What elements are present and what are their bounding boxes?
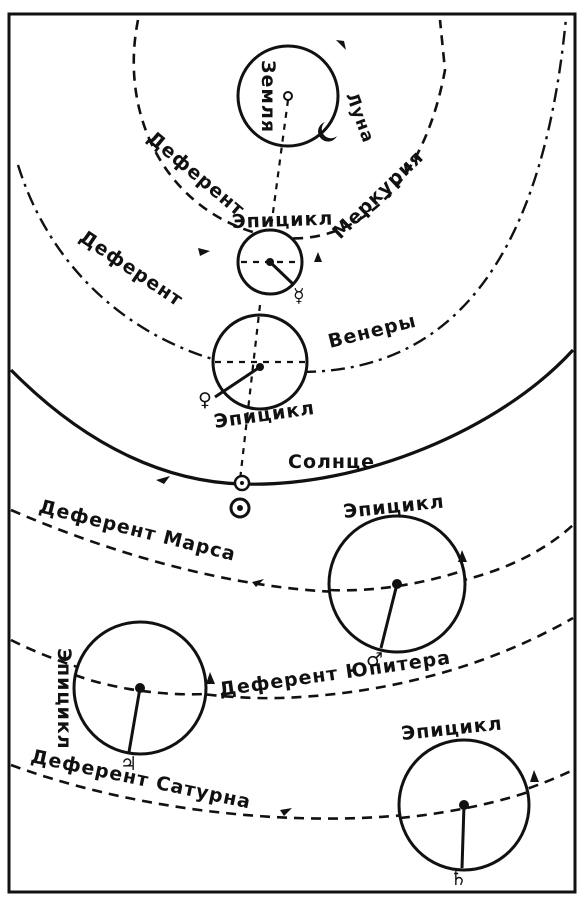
saturn-deferent-arrow-icon: [280, 808, 292, 816]
venus-deferent-orbit: [16, 17, 568, 374]
venus-sun-axis: [238, 304, 262, 481]
moon-orbit-arrow-icon: [336, 40, 346, 50]
moon-crescent-icon: [318, 122, 337, 142]
sun-label: Солнце: [288, 451, 375, 473]
jupiter-epicycle-arrow-icon: [206, 672, 215, 684]
sun-position-core: [240, 481, 244, 485]
saturn-epicycle-radius: [460, 804, 466, 869]
mercury-epicycle-radius: [268, 260, 295, 286]
mars-epicycle-deferent-segment: [329, 568, 466, 592]
frame: [7, 12, 577, 894]
venus-deferent-label-2: Венеры: [326, 310, 419, 353]
mars-symbol-icon: ♂: [366, 649, 384, 671]
earth-axis-line: [268, 99, 290, 236]
jupiter-epicycle-label: Эпицикл: [53, 648, 75, 750]
jupiter-epicycle-center: [135, 683, 145, 693]
mars-epicycle-center: [392, 579, 402, 589]
saturn-deferent-label: Деферент Сатурна: [29, 745, 253, 813]
sun-orbit: [9, 348, 575, 486]
venus-symbol-icon: ♀: [198, 389, 213, 411]
venus-deferent-label-1: Деферент: [75, 226, 187, 311]
earth-label: Земля: [257, 60, 279, 133]
venus-epicycle-radius: [214, 365, 261, 399]
mars-deferent-arrow-icon: [252, 579, 264, 587]
mercury-epicycle-label: Эпицикл: [231, 207, 333, 233]
mercury-symbol-icon: ☿: [293, 285, 306, 307]
earth-center: [283, 91, 293, 101]
sun-orbit-arrow-icon: [156, 476, 170, 484]
mercury-deferent-arrow-icon: [198, 248, 210, 256]
mercury-epicycle-arrow-icon: [314, 252, 322, 262]
mars-epicycle-radius: [379, 583, 399, 649]
mars-epicycle-arrow-icon: [458, 550, 467, 562]
sun-symbol-center: [237, 505, 243, 511]
mercury-deferent-label-2: Меркурия: [328, 146, 428, 244]
saturn-epicycle-center: [459, 800, 469, 810]
mercury-epicycle-center: [266, 258, 274, 266]
mars-deferent-label: Деферент Марса: [37, 496, 239, 566]
saturn-symbol-icon: ♄: [450, 868, 468, 890]
saturn-epicycle-arrow-icon: [530, 770, 539, 782]
moon-label: Луна: [341, 90, 378, 146]
venus-epicycle: [211, 313, 309, 411]
jupiter-symbol-icon: ♃: [120, 753, 138, 775]
jupiter-epicycle-radius: [127, 687, 142, 753]
mercury-deferent-label-1: Деферент: [143, 127, 249, 221]
venus-epicycle-center: [256, 363, 264, 371]
